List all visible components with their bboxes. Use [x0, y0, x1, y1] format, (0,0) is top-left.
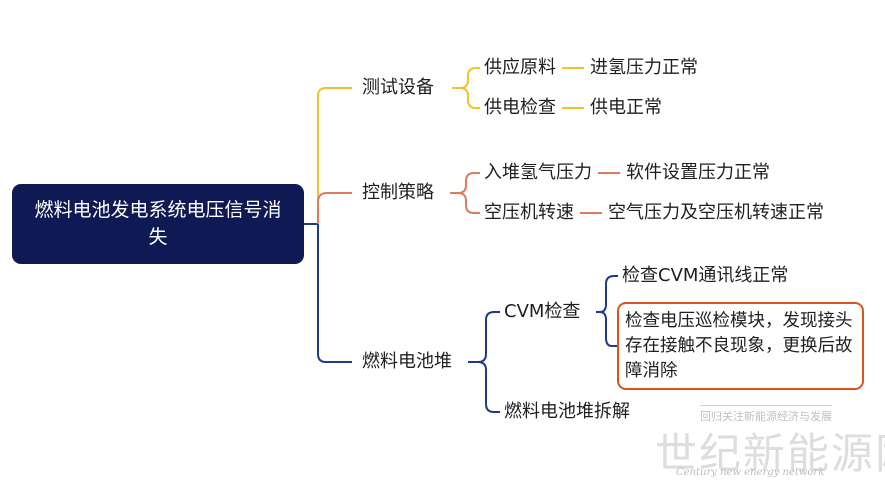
node-label: 空压机转速 — [484, 202, 574, 223]
sub-connector-disassembly — [477, 361, 500, 413]
node-h2-pressure: 入堆氢气压力 软件设置压力正常 — [484, 162, 770, 184]
node-result: 供电正常 — [590, 97, 662, 118]
sub-connector-compressor — [457, 192, 480, 214]
dash-connector — [562, 67, 584, 69]
leaf-connector-module — [599, 311, 617, 347]
watermark-subtitle: Century new energy network — [676, 467, 825, 478]
root-node-label: 燃料电池发电系统电压信号消失 — [34, 199, 282, 248]
branch-control-strategy: 控制策略 — [362, 182, 434, 203]
watermark-logo: 世纪新能源网 — [655, 429, 885, 478]
node-power-check: 供电检查 供电正常 — [484, 97, 662, 119]
node-compressor-speed: 空压机转速 空气压力及空压机转速正常 — [484, 202, 824, 224]
node-result: 进氢压力正常 — [590, 57, 698, 78]
root-node: 燃料电池发电系统电压信号消失 — [12, 184, 304, 264]
node-result: 软件设置压力正常 — [626, 162, 770, 183]
node-cvm-check: CVM检查 — [504, 301, 581, 322]
node-label: 供电检查 — [484, 97, 556, 118]
node-cvm-line-ok: 检查CVM通讯线正常 — [622, 265, 789, 286]
sub-connector-supply — [452, 67, 480, 89]
sub-connector-h2-pressure — [450, 172, 480, 194]
leaf-connector-cvm-line — [596, 275, 618, 313]
branch-connector-control-strategy — [317, 192, 352, 224]
branch-connector-test-equipment — [317, 87, 352, 224]
highlight-box — [617, 302, 864, 390]
dash-connector — [598, 172, 620, 174]
node-stack-disassembly: 燃料电池堆拆解 — [504, 401, 630, 422]
node-label: 供应原料 — [484, 57, 556, 78]
dash-connector — [580, 212, 602, 214]
node-result: 空气压力及空压机转速正常 — [608, 202, 824, 223]
branch-test-equipment: 测试设备 — [362, 77, 434, 98]
watermark-tagline: 回归关注新能源经济与发展 — [700, 405, 832, 424]
dash-connector — [562, 107, 584, 109]
node-voltage-module-fault: 检查电压巡检模块，发现接头存在接触不良现象，更换后故障消除 — [625, 311, 853, 381]
node-supply-material: 供应原料 进氢压力正常 — [484, 57, 698, 79]
node-label: 入堆氢气压力 — [484, 162, 592, 183]
sub-connector-power — [459, 87, 480, 109]
branch-fuel-cell-stack: 燃料电池堆 — [362, 351, 452, 372]
sub-connector-cvm — [468, 311, 500, 363]
branch-connector-fuel-cell-stack — [317, 224, 352, 363]
